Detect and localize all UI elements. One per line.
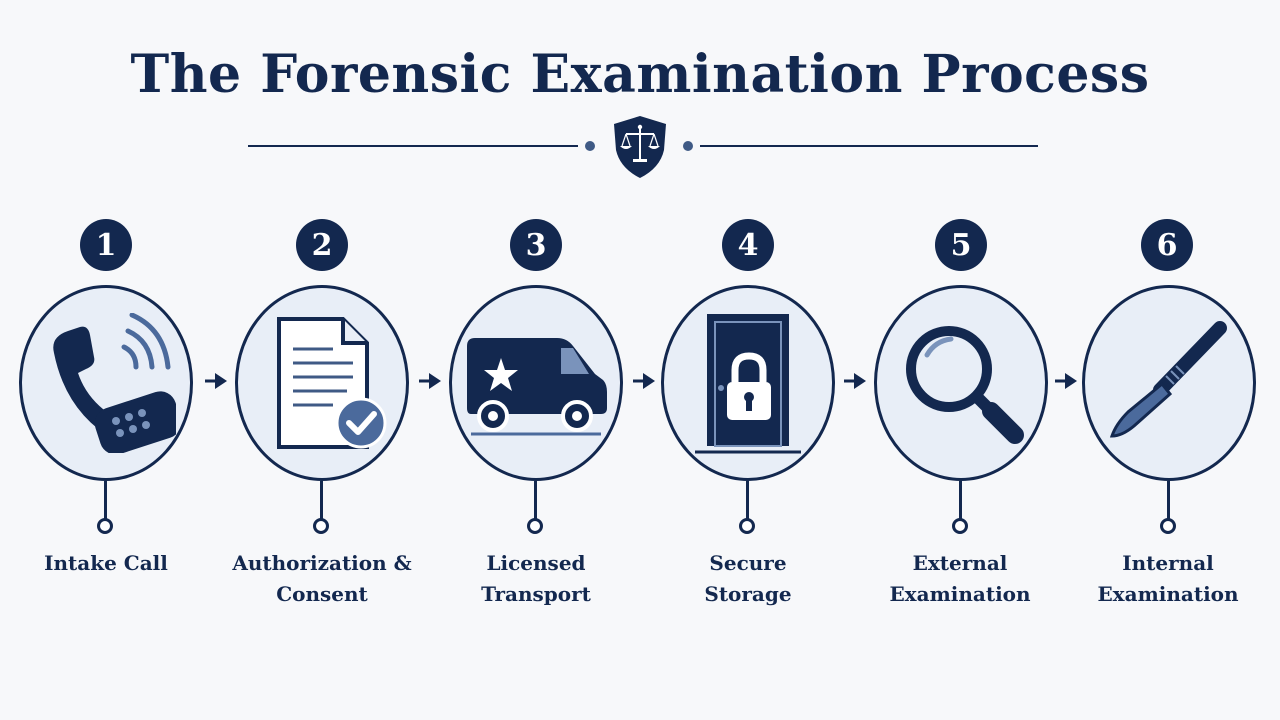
step-label: External Examination (860, 548, 1060, 610)
step-number-badge: 4 (722, 219, 774, 271)
transport-van-icon (467, 338, 607, 436)
signed-document-icon (277, 317, 387, 449)
step-label-line-1: Secure (709, 551, 787, 575)
magnifying-glass-icon (906, 326, 1024, 444)
step-connector-dot (527, 518, 543, 534)
step-number-badge: 1 (80, 219, 132, 271)
step-number-badge: 2 (296, 219, 348, 271)
step-label-line-2: Consent (276, 582, 368, 606)
step-connector-stem (534, 481, 537, 519)
step-number-badge: 3 (510, 219, 562, 271)
step-label-line-1: External (912, 551, 1008, 575)
step-icon-circle (19, 285, 193, 481)
arrow-right-icon (205, 373, 227, 389)
step-number-badge: 5 (935, 219, 987, 271)
arrow-right-icon (844, 373, 866, 389)
arrow-right-icon (1055, 373, 1077, 389)
step-label: Authorization & Consent (222, 548, 422, 610)
step-label-line-1: Intake Call (44, 551, 168, 575)
step-connector-stem (320, 481, 323, 519)
scalpel-icon (1109, 321, 1227, 438)
step-label: Internal Examination (1068, 548, 1268, 610)
step-connector-dot (952, 518, 968, 534)
step-label-line-2: Examination (1097, 582, 1239, 606)
title-divider-right (700, 145, 1038, 147)
step-label-line-1: Internal (1122, 551, 1214, 575)
step-label: Licensed Transport (436, 548, 636, 610)
step-label-line-1: Licensed (486, 551, 586, 575)
step-number-badge: 6 (1141, 219, 1193, 271)
step-connector-dot (313, 518, 329, 534)
step-label-line-2: Examination (889, 582, 1031, 606)
arrow-right-icon (633, 373, 655, 389)
step-connector-dot (97, 518, 113, 534)
locked-door-icon (695, 314, 801, 454)
step-connector-stem (1167, 481, 1170, 519)
step-icon-circle (235, 285, 409, 481)
step-connector-stem (746, 481, 749, 519)
step-icon-circle (661, 285, 835, 481)
step-connector-dot (1160, 518, 1176, 534)
phone-icon (53, 313, 176, 453)
scales-of-justice-shield-icon (614, 116, 666, 178)
step-label-line-2: Transport (481, 582, 591, 606)
step-connector-dot (739, 518, 755, 534)
step-icon-circle (1082, 285, 1256, 481)
step-label-line-2: Storage (704, 582, 792, 606)
title-divider-left (248, 145, 578, 147)
step-icon-circle (449, 285, 623, 481)
step-label: Intake Call (6, 548, 206, 579)
step-label: Secure Storage (648, 548, 848, 610)
arrow-right-icon (419, 373, 441, 389)
page-title: The Forensic Examination Process (130, 44, 1150, 105)
step-label-line-1: Authorization & (232, 551, 412, 575)
divider-dot-right (683, 141, 693, 151)
step-icon-circle (874, 285, 1048, 481)
divider-dot-left (585, 141, 595, 151)
step-connector-stem (104, 481, 107, 519)
step-connector-stem (959, 481, 962, 519)
